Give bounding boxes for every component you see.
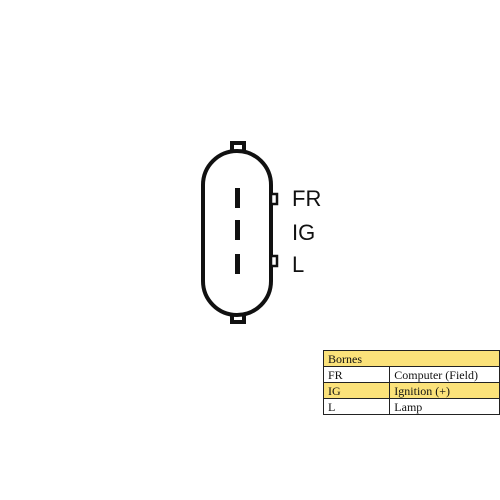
pin-label-ig: IG [292, 220, 315, 245]
legend-description: Lamp [389, 398, 500, 415]
legend-row: L Lamp [322, 398, 500, 415]
pin-label-fr: FR [292, 186, 321, 211]
terminal-blade-ig [235, 220, 240, 240]
pin-tab-fr [269, 192, 279, 206]
legend-row: IG Ignition (+) [322, 382, 500, 399]
legend-header-row: Bornes [323, 350, 500, 367]
terminal-legend-table: Bornes FR Computer (Field) IG Ignition (… [322, 350, 500, 415]
legend-title: Bornes [323, 350, 500, 367]
pin-tab-l [269, 254, 279, 268]
legend-terminal: L [322, 398, 391, 415]
legend-terminal: IG [322, 382, 391, 399]
legend-row: FR Computer (Field) [322, 366, 500, 383]
legend-description: Ignition (+) [389, 382, 500, 399]
legend-terminal: FR [322, 366, 391, 383]
pin-label-l: L [292, 252, 304, 277]
terminal-blade-l [235, 254, 240, 274]
terminal-blades [235, 188, 240, 274]
legend-description: Computer (Field) [389, 366, 500, 383]
terminal-blade-fr [235, 188, 240, 208]
